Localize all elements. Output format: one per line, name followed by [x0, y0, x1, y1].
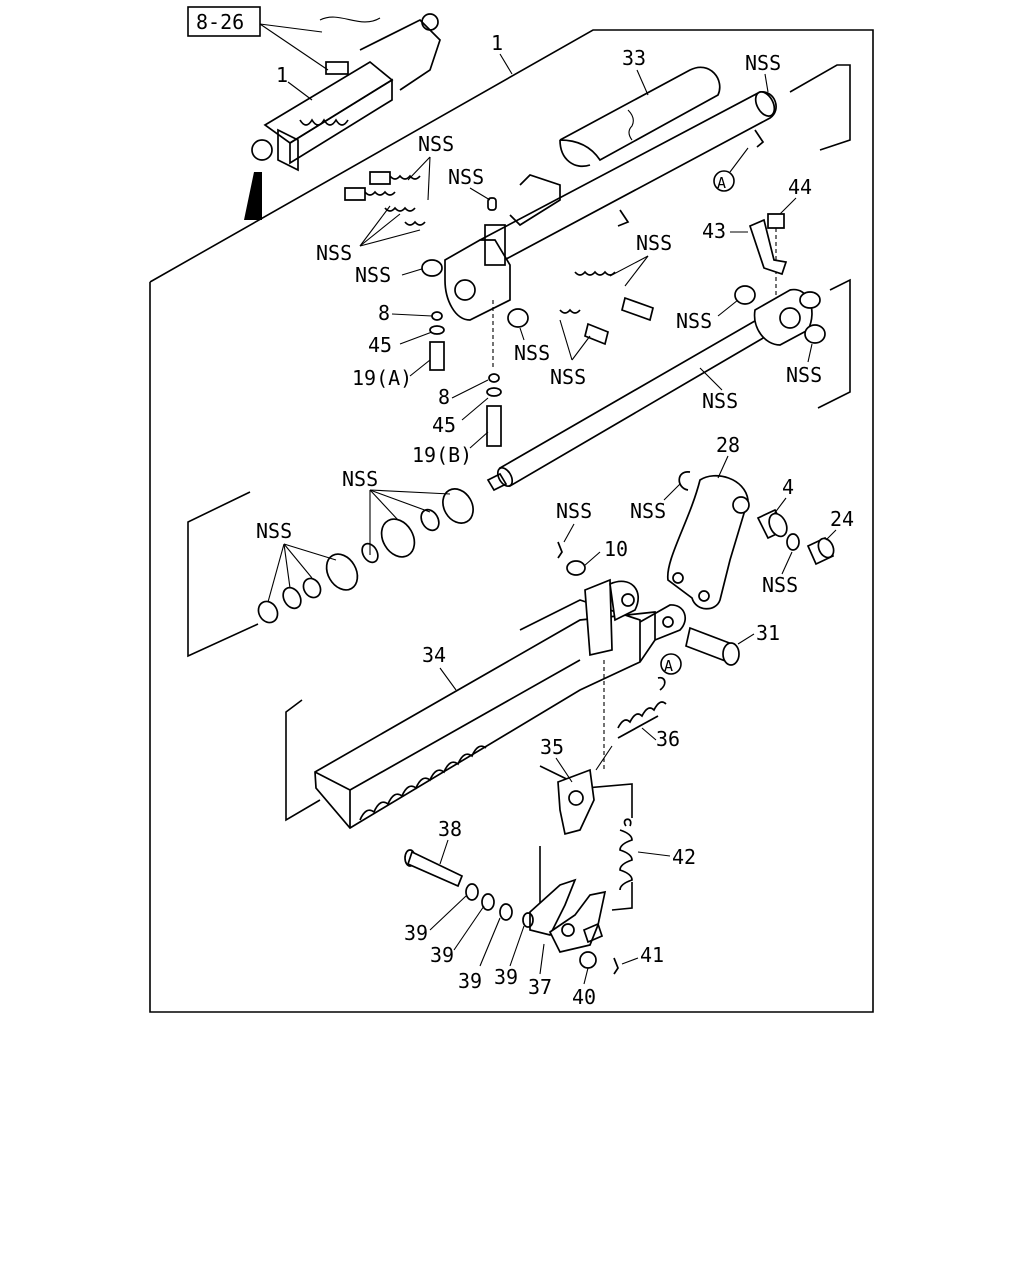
part-43-44-group: 44 43	[702, 175, 812, 300]
label-nss-pin: NSS	[448, 165, 484, 189]
label-39b: 39	[430, 943, 454, 967]
label-35: 35	[540, 735, 564, 759]
part-39-washers: 39 39 39 39	[404, 883, 534, 993]
label-4: 4	[782, 475, 794, 499]
label-8a: 8	[378, 301, 390, 325]
label-42: 42	[672, 845, 696, 869]
bolt-set-right	[559, 270, 655, 346]
cross-shaft: NSS	[486, 288, 813, 492]
label-nss-seals-top: NSS	[342, 467, 378, 491]
label-nss-washer-center: NSS	[514, 341, 550, 365]
part-10-group: NSS 10	[556, 499, 628, 576]
label-45b: 45	[432, 413, 456, 437]
label-19a: 19(A)	[352, 366, 412, 390]
part-24-bushing: 24	[806, 507, 854, 566]
diagram-frame	[149, 29, 874, 1013]
label-24: 24	[830, 507, 854, 531]
label-nss-bolts-top: NSS	[418, 132, 454, 156]
label-nss-tube: NSS	[745, 51, 781, 75]
label-nss-shaft: NSS	[702, 389, 738, 413]
part-38-bolt: 38	[404, 817, 464, 888]
label-nss-washer-shaft-left: NSS	[676, 309, 712, 333]
label-nss-clip: NSS	[630, 499, 666, 523]
callout-a-top-text: A	[717, 174, 726, 192]
label-10: 10	[604, 537, 628, 561]
label-28: 28	[716, 433, 740, 457]
part-31-pin: 31	[685, 621, 780, 666]
label-38: 38	[438, 817, 462, 841]
part-28-lever: 28 NSS	[630, 433, 750, 610]
main-tube: NSS	[478, 51, 781, 267]
clamp-block	[444, 197, 511, 321]
part-33-cover: 33	[559, 46, 721, 168]
reference-box[interactable]: 8-26	[187, 6, 329, 71]
label-nss-bolts-lower: NSS	[550, 365, 586, 389]
label-37: 37	[528, 975, 552, 999]
label-1-inset: 1	[276, 63, 288, 87]
label-nss-pin-small: NSS	[556, 499, 592, 523]
callout-a-mid: A	[660, 653, 682, 675]
label-nss-seals-left: NSS	[256, 519, 292, 543]
label-43: 43	[702, 219, 726, 243]
label-31: 31	[756, 621, 780, 645]
callout-a-mid-text: A	[664, 657, 673, 675]
part-34-channel: 34	[285, 578, 687, 830]
label-1-main: 1	[491, 31, 503, 55]
bolt-set-left	[344, 171, 426, 226]
part-42-spring: 42	[611, 818, 696, 911]
label-39d: 39	[494, 965, 518, 989]
part-36-spring: 36	[595, 660, 680, 771]
label-nss-bolts-left: NSS	[316, 241, 352, 265]
label-nss-washer-left: NSS	[355, 263, 391, 287]
part-19a-group: 8 45 19(A)	[352, 301, 445, 390]
label-33: 33	[622, 46, 646, 70]
label-nss-bolts-right: NSS	[636, 231, 672, 255]
label-nss-ring: NSS	[762, 573, 798, 597]
part-40-washer: 40	[572, 951, 597, 1009]
label-39c: 39	[458, 969, 482, 993]
reference-box-label: 8-26	[196, 10, 244, 34]
label-45a: 45	[368, 333, 392, 357]
label-40: 40	[572, 985, 596, 1009]
label-44: 44	[788, 175, 812, 199]
part-35-bracket: 35	[539, 735, 633, 836]
label-36: 36	[656, 727, 680, 751]
label-41: 41	[640, 943, 664, 967]
part-37-lever: 37	[528, 846, 607, 999]
label-8b: 8	[438, 385, 450, 409]
seal-stack: NSS NSS	[187, 467, 474, 658]
label-34: 34	[422, 643, 446, 667]
part-19b-group: 8 45 19(B)	[412, 300, 502, 467]
label-19b: 19(B)	[412, 443, 472, 467]
part-41-clip: 41	[613, 943, 664, 975]
inset-assembly: 1	[244, 13, 441, 220]
label-nss-washer-shaft-right: NSS	[786, 363, 822, 387]
label-39a: 39	[404, 921, 428, 945]
part-4-bushing: 4	[756, 475, 794, 540]
callout-a-top: A	[713, 147, 749, 192]
